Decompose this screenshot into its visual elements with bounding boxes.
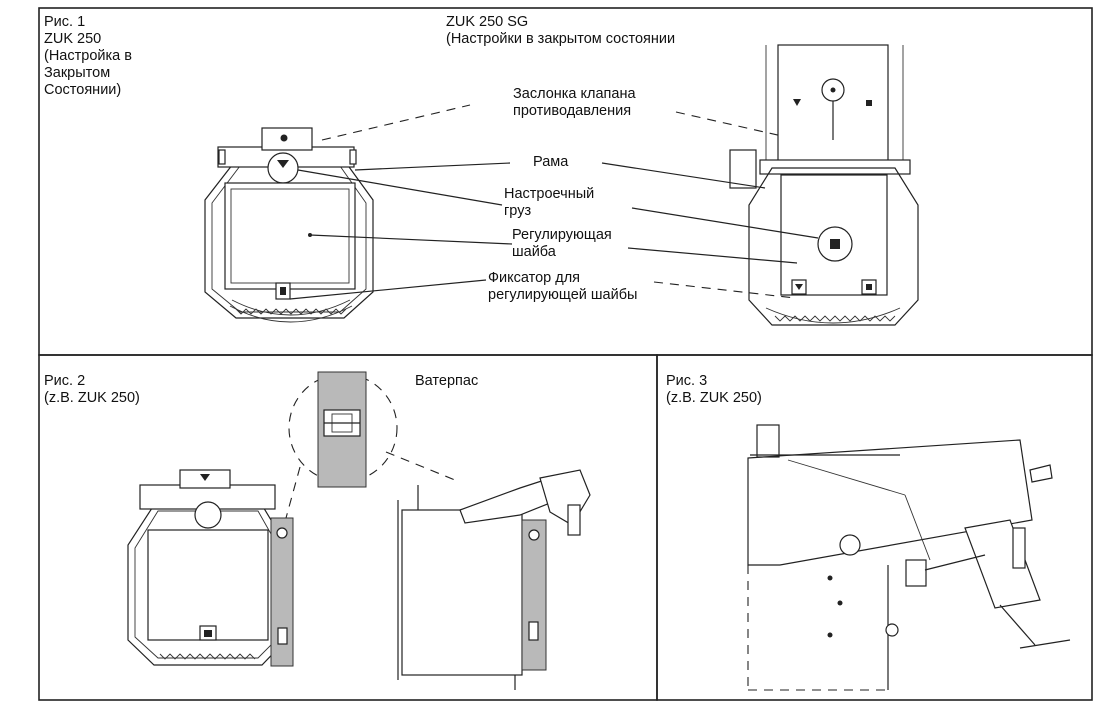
fig3-leg bbox=[999, 604, 1036, 646]
figure-1-caption: Рис. 1 ZUK 250 (Настройка в Закрытом Сос… bbox=[44, 14, 132, 98]
zuk250sg-view bbox=[729, 44, 919, 326]
fig2-rim-teeth bbox=[159, 653, 256, 660]
sg-flap-weight-center bbox=[830, 87, 836, 93]
sg-disc-lock-right-core bbox=[866, 284, 872, 290]
panel-frames bbox=[38, 7, 1093, 701]
figure-3-view bbox=[747, 424, 1071, 691]
leader-flap-right bbox=[675, 111, 783, 137]
fig3-side-knob bbox=[885, 623, 899, 637]
callout-setting-weight: Настроечный груз bbox=[504, 186, 595, 219]
fig2-side-level-clip bbox=[528, 621, 539, 641]
leader-lock-right bbox=[653, 281, 796, 299]
fig2-inner-body bbox=[134, 510, 280, 659]
sg-rim-teeth bbox=[774, 315, 896, 322]
leader-frame-right bbox=[601, 162, 766, 189]
zuk250-bottom-rim bbox=[231, 299, 351, 316]
fig2-detail-link-left bbox=[285, 466, 301, 519]
fig2-regulating-disc bbox=[147, 529, 269, 641]
sg-disc-lock-left-core bbox=[795, 284, 803, 290]
fig3-bracket bbox=[1012, 527, 1026, 569]
figure-1-leader-lines bbox=[289, 104, 819, 300]
sg-flap-marker-right bbox=[866, 100, 872, 106]
leader-weight-left bbox=[297, 169, 503, 206]
fig2-level-clip bbox=[277, 627, 288, 645]
fig2-setting-weight bbox=[194, 501, 222, 529]
zuk250-rim-teeth bbox=[235, 308, 347, 315]
sg-weight-core bbox=[830, 239, 840, 249]
fig3-main-body bbox=[747, 439, 1033, 566]
fig3-cylinder-head bbox=[905, 559, 927, 587]
fig2-disc-lock-core bbox=[204, 630, 212, 637]
fig3-foot bbox=[1019, 639, 1071, 649]
fig3-mount-hole-2 bbox=[837, 600, 843, 606]
leader-frame-left bbox=[354, 162, 511, 171]
fig2-side-handle bbox=[567, 504, 581, 536]
callout-regulating-disc: Регулирующая шайба bbox=[512, 227, 612, 260]
fig3-piston-rod bbox=[924, 554, 986, 571]
zuk250-left-hinge bbox=[218, 149, 226, 165]
zuk250-outer-body bbox=[204, 159, 374, 319]
zuk250-weight-marker bbox=[277, 160, 289, 168]
sg-flap-marker-left bbox=[793, 99, 801, 106]
fig3-mount-hole-3 bbox=[827, 632, 833, 638]
leader-weight-right bbox=[631, 207, 819, 239]
sg-outer-body bbox=[748, 167, 919, 326]
sg-frame-bar bbox=[759, 159, 911, 175]
fig3-inner-diagonal bbox=[787, 459, 906, 496]
zuk250-right-hinge bbox=[349, 149, 357, 165]
callout-disc-lock: Фиксатор для регулирующей шайбы bbox=[488, 270, 638, 303]
sg-side-box bbox=[729, 149, 757, 189]
fig2-side-body bbox=[401, 509, 523, 676]
leader-lock-left bbox=[289, 279, 487, 300]
fig3-tip bbox=[1029, 464, 1053, 483]
fig2-detail-link-right bbox=[385, 451, 456, 481]
fig2-level-bubble bbox=[276, 527, 288, 539]
zuk250-cap-bolt bbox=[280, 134, 288, 142]
fig3-bolt bbox=[839, 534, 861, 556]
figure-2-side-view bbox=[397, 469, 591, 690]
level-label: Ватерпас bbox=[415, 373, 479, 389]
fig3-inner-edge bbox=[904, 494, 931, 561]
fig2-level-detail bbox=[285, 371, 456, 519]
fig3-top-box bbox=[756, 424, 780, 458]
fig2-outer-body bbox=[127, 504, 287, 666]
callout-back-pressure-flap: Заслонка клапана противодавления bbox=[513, 86, 636, 119]
figure-3-caption: Рис. 3 (z.B. ZUK 250) bbox=[666, 373, 762, 406]
sg-title: ZUK 250 SG bbox=[446, 14, 529, 30]
fig2-cap-marker bbox=[200, 474, 210, 481]
sg-subtitle: (Настройки в закрытом состоянии bbox=[446, 31, 676, 47]
fig2-side-level-bubble bbox=[528, 529, 540, 541]
leader-flap-left bbox=[321, 104, 471, 141]
figure-3-frame bbox=[656, 354, 1093, 701]
figure-2-front-view bbox=[127, 469, 294, 667]
fig3-mount-hole-1 bbox=[827, 575, 833, 581]
zuk250-disc-lock-core bbox=[280, 287, 286, 295]
fig2-side-level-strip bbox=[521, 519, 547, 671]
callout-frame: Рама bbox=[533, 154, 569, 170]
fig3-lower-arm bbox=[964, 519, 1041, 609]
leader-disc-left bbox=[309, 234, 513, 245]
sg-bottom-rim bbox=[765, 307, 901, 324]
fig2-side-motor bbox=[539, 469, 591, 526]
figure-2-caption: Рис. 2 (z.B. ZUK 250) bbox=[44, 373, 140, 406]
leader-disc-right bbox=[627, 247, 798, 264]
